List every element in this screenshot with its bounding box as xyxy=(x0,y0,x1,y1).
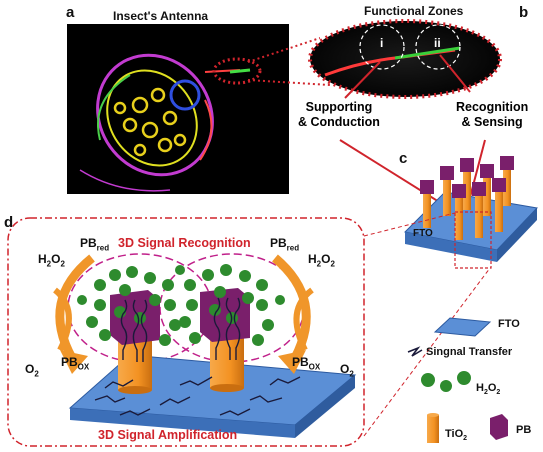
panel-label-a: a xyxy=(66,4,75,21)
support-callout-line xyxy=(344,61,381,99)
recognition-title: 3D Signal Recognition xyxy=(118,236,251,250)
device-schematic xyxy=(403,156,539,269)
legend-pb-icon xyxy=(490,414,508,440)
legend-transfer-icon xyxy=(407,346,423,357)
functional-zones-ellipse xyxy=(308,19,502,99)
legend-h2o2-icon xyxy=(421,371,471,392)
o2-right-label: O2 xyxy=(340,362,354,379)
zone-ii-label: ii xyxy=(434,36,441,50)
supporting-callout-line2: & Conduction xyxy=(298,115,380,129)
zones-heading: Functional Zones xyxy=(364,4,464,18)
h2o2-left-label: H2O2 xyxy=(38,252,65,269)
panel-label-b: b xyxy=(519,4,529,21)
panel-label-c: c xyxy=(399,150,408,167)
supporting-callout-line1: Supporting xyxy=(305,100,373,114)
legend-tio2-icon xyxy=(427,413,439,443)
legend-pb-label: PB xyxy=(516,424,532,436)
h2o2-arrow-left xyxy=(52,287,72,352)
redox-arrowhead-left xyxy=(60,350,88,374)
panel-label-d: d xyxy=(4,214,14,231)
h2o2-right-label: H2O2 xyxy=(308,252,335,269)
h2o2-arrow-right xyxy=(293,287,314,352)
legend-fto-swatch xyxy=(433,317,492,337)
redox-arrow-left xyxy=(55,254,95,361)
recognition-callout-line2: & Sensing xyxy=(461,115,523,129)
zone-i-label: i xyxy=(380,36,384,50)
device-fto-label: FTO xyxy=(413,228,433,239)
antenna-heading: Insect's Antenna xyxy=(113,9,209,23)
nanopillar-right xyxy=(200,288,250,392)
pbred-right-label: PBred xyxy=(270,236,300,253)
zoom-connector-bottom xyxy=(247,79,331,86)
zoom-connector-d-top xyxy=(363,212,456,237)
signal-transfer-arrows xyxy=(94,297,301,416)
redox-arrowhead-right xyxy=(278,350,306,374)
amplification-title: 3D Signal Amplification xyxy=(98,428,238,442)
recognition-callout-line xyxy=(439,54,471,93)
scheme-frame xyxy=(7,217,365,447)
h2o2-cluster xyxy=(77,264,285,346)
supporting-callout: Supporting & Conduction xyxy=(298,100,380,130)
legend-fto-label: FTO xyxy=(498,318,520,330)
legend-tio2-label: TiO2 xyxy=(445,428,468,443)
pbred-left-label: PBred xyxy=(80,236,110,253)
legend-transfer-label: Singnal Transfer xyxy=(426,346,513,358)
zoom-connector-d-bottom xyxy=(363,267,491,437)
recognition-callout: Recognition & Sensing xyxy=(456,100,528,130)
o2-left-label: O2 xyxy=(25,362,39,379)
legend-h2o2-label: H2O2 xyxy=(476,382,501,397)
antenna-micrograph xyxy=(67,24,289,194)
recognition-callout-line1: Recognition xyxy=(456,100,529,114)
pbox-left-label: PBOX xyxy=(61,355,90,372)
pbox-right-label: PBOX xyxy=(292,355,321,372)
